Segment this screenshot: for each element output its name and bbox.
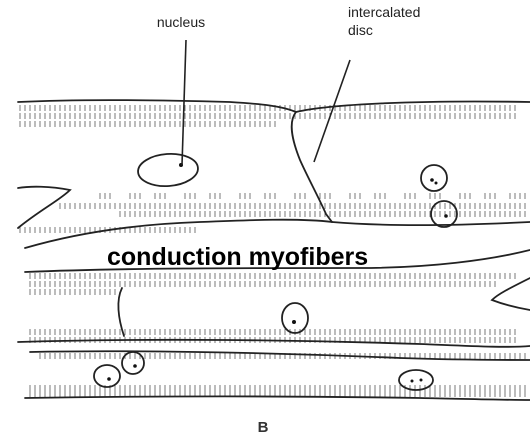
left-branch-edge — [18, 187, 70, 228]
nucleoli — [107, 163, 448, 383]
nucleus-shape — [137, 152, 199, 188]
upper-fiber-lower-edge-right — [332, 222, 530, 225]
middle-fiber-branch — [492, 278, 530, 310]
panel-letter: B — [258, 419, 269, 436]
middle-intercalated-disc — [118, 288, 124, 336]
intercalated-disc-label-line1: intercalated — [348, 4, 420, 20]
nucleus-label: nucleus — [157, 14, 205, 30]
nucleus-shape — [421, 165, 447, 191]
overlay-title: conduction myofibers — [107, 243, 368, 271]
nucleus-shape — [122, 352, 144, 374]
leader-lines — [182, 40, 350, 165]
nucleus-shape — [399, 370, 433, 390]
intercalated-disc-label-line2: disc — [348, 22, 373, 38]
nucleus-shape — [94, 365, 120, 387]
lower-fiber-bottom-edge — [25, 397, 530, 401]
middle-fiber-bottom-edge — [18, 340, 530, 347]
nucleus-leader-line — [182, 40, 186, 165]
nucleus-shape — [282, 303, 308, 333]
